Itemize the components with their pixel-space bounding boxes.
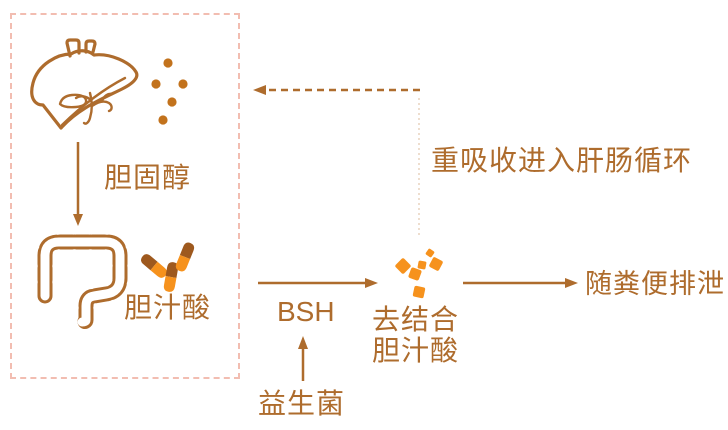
intestine-icon: [37, 234, 128, 330]
cholesterol-label: 胆固醇: [104, 162, 192, 193]
probiotics-label: 益生菌: [258, 388, 346, 419]
arrow-cholesterol-to-bileacid: [73, 142, 83, 226]
deconjugated-fragments-icon: [395, 248, 443, 299]
arrow-to-fecal-excretion: [463, 278, 578, 288]
bsh-label: BSH: [277, 296, 335, 327]
bile-acid-label: 胆汁酸: [124, 292, 212, 323]
fecal-excretion-label: 随粪便排泄: [585, 269, 725, 299]
liver-icon: [30, 38, 139, 130]
reabsorption-label: 重吸收进入肝肠循环: [431, 145, 693, 176]
dashed-reabsorption-arrow: [253, 85, 420, 95]
deconjugated-bile-acid-label: 去结合 胆汁酸: [372, 304, 460, 366]
bile-acid-capsules-icon: [141, 242, 195, 292]
arrow-probiotics-to-bsh: [298, 336, 308, 381]
arrow-bileacid-to-deconjugated: [258, 278, 378, 288]
enterohepatic-box: [10, 13, 240, 379]
cholesterol-dots-icon: [151, 58, 188, 125]
